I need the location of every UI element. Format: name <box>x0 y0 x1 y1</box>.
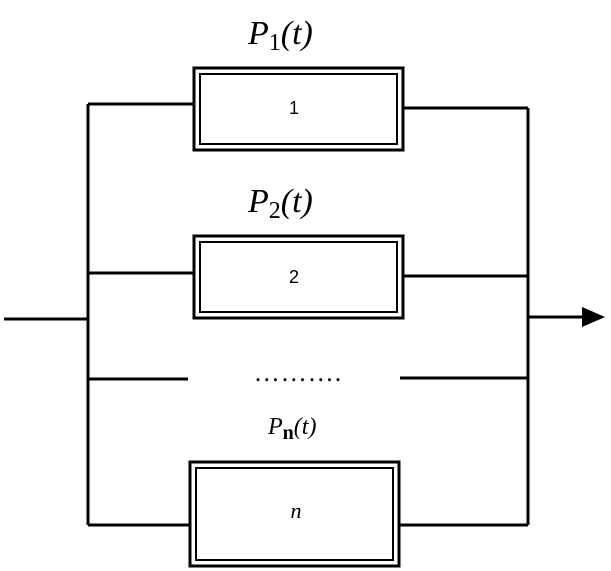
p1-label: P1(t) <box>247 15 313 56</box>
p2-label: P2(t) <box>247 183 313 224</box>
output-arrowhead <box>582 307 605 327</box>
blockn: n <box>188 460 401 568</box>
block1: 1 <box>192 66 405 152</box>
blockn-label: n <box>291 498 302 523</box>
block2: 2 <box>192 234 405 320</box>
ellipsis-dots: ………. <box>254 358 343 387</box>
pn-label: Pn(t) <box>267 414 316 444</box>
block1-label: 1 <box>289 98 299 118</box>
block2-label: 2 <box>289 267 299 287</box>
